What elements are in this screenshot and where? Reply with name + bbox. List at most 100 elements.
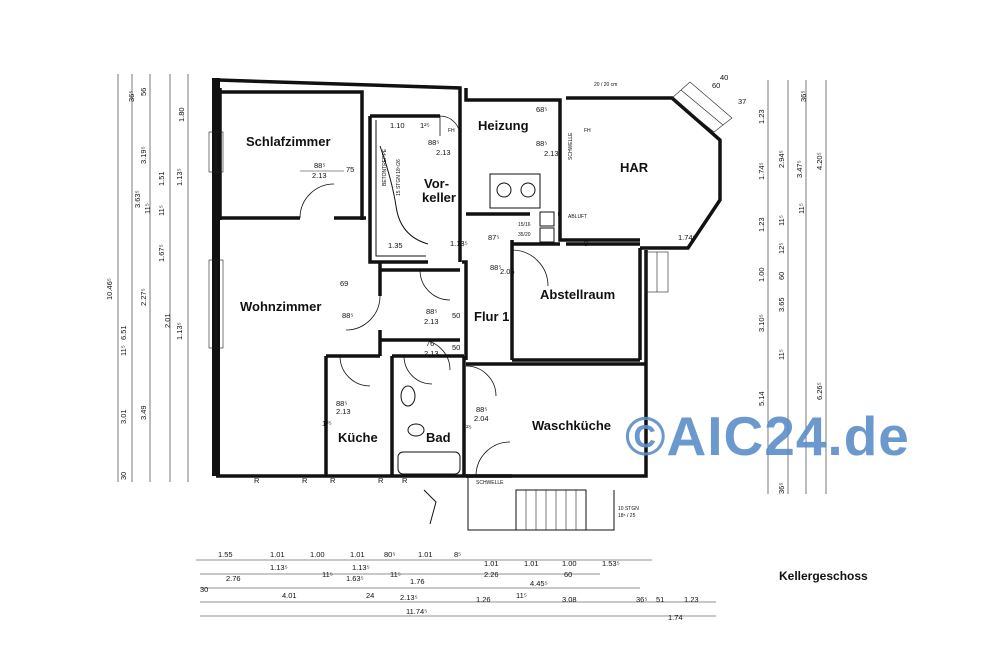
dim-text: 3.10⁵ — [757, 314, 766, 332]
dim-text: 1.23 — [757, 217, 766, 232]
dim-text: 88⁵ — [428, 138, 439, 147]
note-stgn: 15 STGN 18⁵/26 — [396, 159, 402, 196]
dim-text: 51 — [656, 595, 664, 604]
note-schwelle-har: SCHWELLE — [568, 132, 574, 160]
dim-text: 3.01 — [119, 409, 128, 424]
dim-text: 4.45⁵ — [530, 579, 548, 588]
dim-text: 1.74 — [668, 613, 683, 622]
dim-text: 1.26 — [476, 595, 491, 604]
dim-text: 2.26 — [484, 570, 499, 579]
dim-text: 1.01 — [484, 559, 499, 568]
dim-text: 50 — [452, 343, 460, 352]
dim-text: 60 — [777, 272, 786, 280]
dim-text: 88⁵ — [490, 263, 501, 272]
left-dimension-chain: 10.46⁵ 36⁵ 3.63⁵ 11⁵ 6.51 3.01 30 56 3.1… — [105, 74, 189, 482]
dim-text: 15/16 — [518, 222, 531, 228]
dim-text: 2.76 — [226, 574, 241, 583]
dim-text: 2.13 — [544, 149, 559, 158]
dim-text: 1.01 — [418, 550, 433, 559]
dim-text: 1.00 — [310, 550, 325, 559]
dim-text: 60 — [712, 81, 720, 90]
dim-text: 1.74⁵ — [678, 233, 696, 242]
dim-text: 1.01 — [350, 550, 365, 559]
dim-text: 88⁵ — [314, 161, 325, 170]
room-kueche: Küche — [338, 430, 378, 445]
dim-text: 1.80 — [177, 107, 186, 122]
room-heizung: Heizung — [478, 118, 529, 133]
dim-text: 5.14 — [757, 391, 766, 406]
dim-text: 2.27⁵ — [139, 288, 148, 306]
dim-text: 1.13⁵ — [175, 322, 184, 340]
dim-text: 68⁵ — [536, 105, 547, 114]
dim-text: 2.01 — [163, 313, 172, 328]
dim-text: 1.53⁵ — [602, 559, 620, 568]
radiator-mark: R — [330, 476, 336, 485]
note-fh-1: FH — [448, 128, 455, 134]
dim-text: 1.76 — [410, 577, 425, 586]
dim-text: 1²⁵ — [420, 121, 430, 130]
dim-text: 11⁵ — [322, 570, 333, 579]
dim-text: 1.01 — [524, 559, 539, 568]
dim-text: 75 — [346, 165, 354, 174]
dim-text: 30 — [200, 585, 208, 594]
dim-text: 60 — [564, 570, 572, 579]
bottom-dimension-chain: 1.55 1.01 1.00 1.01 80⁵ 1.01 8⁵ 1.01 1.0… — [196, 550, 716, 622]
dim-text: 1.67⁵ — [157, 244, 166, 262]
dim-text: 24 — [366, 591, 374, 600]
dim-text: 2.04 — [474, 414, 489, 423]
fixtures — [379, 145, 615, 531]
dim-text: 10.46⁵ — [105, 278, 114, 300]
dim-text: 3.63⁵ — [133, 190, 142, 208]
dim-text: 88⁵ — [336, 399, 347, 408]
dim-text: 37 — [738, 97, 746, 106]
dim-text: 11⁵ — [143, 203, 152, 214]
dim-text: 35/20 — [518, 232, 531, 238]
annotations: BETONTREPPE 15 STGN 18⁵/26 SCHWELLE SCHW… — [254, 82, 639, 519]
dim-text: 2.94⁵ — [777, 150, 786, 168]
dim-text: 1²⁵ — [322, 419, 332, 428]
room-abstellraum: Abstellraum — [540, 287, 615, 302]
note-schwelle-wasch: SCHWELLE — [476, 480, 504, 486]
dim-text: 2.13⁵ — [400, 593, 418, 602]
dim-text: 3.19⁵ — [139, 146, 148, 164]
dim-text: 1.23 — [684, 595, 699, 604]
dim-text: 1.55 — [218, 550, 233, 559]
dim-text: 1.00 — [562, 559, 577, 568]
dim-text: 4.20⁵ — [815, 152, 824, 170]
dim-text: 2.05 — [500, 267, 515, 276]
dim-text: 1.00 — [757, 267, 766, 282]
door-swings — [299, 115, 561, 477]
dim-text: 87⁵ — [488, 233, 499, 242]
room-bad: Bad — [426, 430, 451, 445]
room-schlafzimmer: Schlafzimmer — [246, 134, 331, 149]
room-har: HAR — [620, 160, 649, 175]
dim-text: 88⁵ — [536, 139, 547, 148]
dim-text: 11⁵ — [119, 345, 128, 356]
dim-text: 1.01 — [270, 550, 285, 559]
dim-text: 3.65 — [777, 297, 786, 312]
dim-text: 76 — [426, 339, 434, 348]
room-vorkeller-2: keller — [422, 190, 456, 205]
interior-walls — [220, 100, 646, 478]
room-waschkueche: Waschküche — [532, 418, 611, 433]
dim-text: 1.35 — [388, 241, 403, 250]
dim-text: 11⁵ — [516, 591, 527, 600]
dim-text: 4.01 — [282, 591, 297, 600]
dim-text: 1.13⁵ — [450, 239, 468, 248]
dim-text: 1.10 — [390, 121, 405, 130]
dim-text: 80⁵ — [384, 550, 395, 559]
room-vorkeller-1: Vor- — [424, 176, 449, 191]
dim-text: 3.08 — [562, 595, 577, 604]
dim-text: 36⁵ — [777, 483, 786, 494]
dim-text: 1.13⁵ — [270, 563, 288, 572]
dim-text: 11⁵ — [390, 570, 401, 579]
watermark: ©AIC24.de — [625, 405, 910, 467]
dim-text: 40 — [720, 73, 728, 82]
dim-text: 2.13 — [312, 171, 327, 180]
radiator-mark: R — [378, 476, 384, 485]
dim-text: 11⁵ — [777, 215, 786, 226]
interior-dimensions: 88⁵ 2.13 75 1.10 1²⁵ 88⁵ 2.13 1.35 1.13⁵… — [300, 73, 746, 432]
dim-text: 12⁵ — [777, 243, 786, 254]
dim-text: 6.26⁵ — [815, 382, 824, 400]
